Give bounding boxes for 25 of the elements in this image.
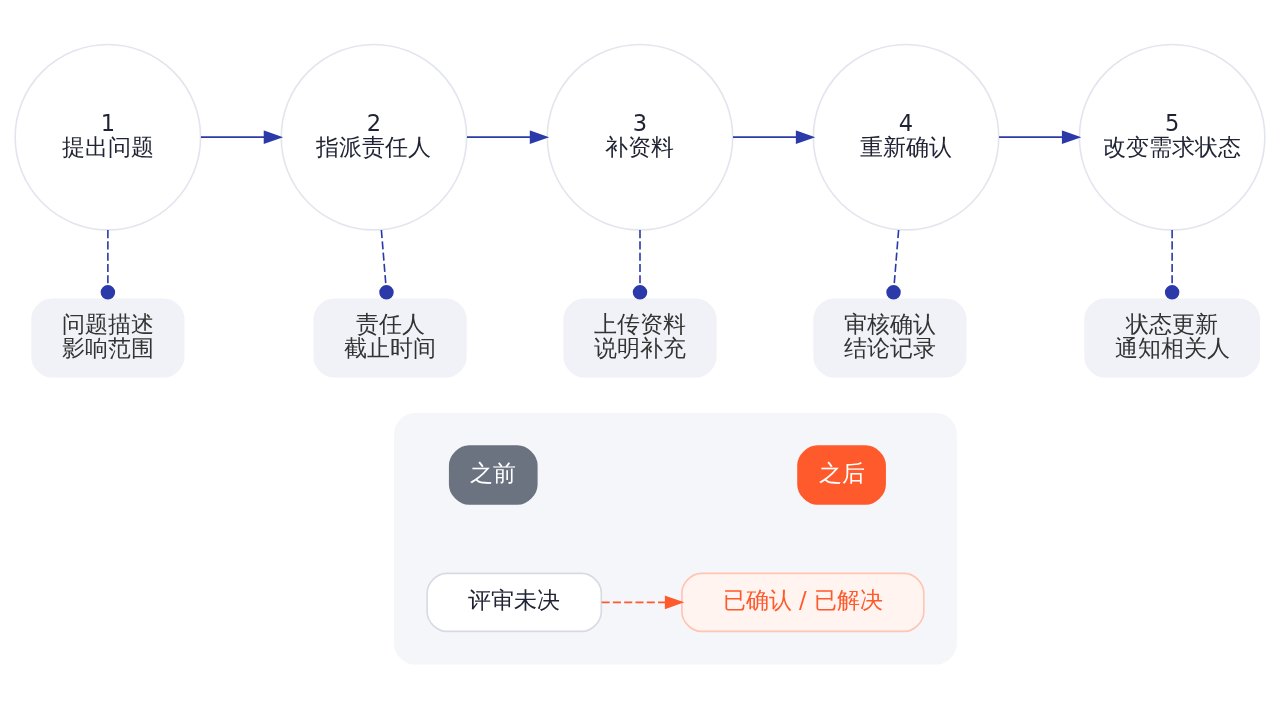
node-box: 问题描述 影响范围 xyxy=(31,297,185,377)
arrow xyxy=(200,129,284,144)
node-box: 之后 xyxy=(797,444,886,505)
node-box: 已确认 / 已解决 xyxy=(681,572,925,632)
connector xyxy=(1164,228,1180,300)
arrow xyxy=(600,595,685,609)
node-box: 状态更新 通知相关人 xyxy=(1084,297,1260,377)
node-circle: 4 重新确认 xyxy=(812,43,1000,231)
node-box: 上传资料 说明补充 xyxy=(563,297,717,377)
connector xyxy=(379,228,394,300)
connector xyxy=(100,228,116,300)
cluster xyxy=(394,412,957,664)
arrow xyxy=(466,129,550,144)
arrow xyxy=(732,129,816,144)
connector xyxy=(632,228,648,300)
node-circle: 1 提出问题 xyxy=(14,43,202,231)
node-box: 之前 xyxy=(448,444,538,505)
node-box: 审核确认 结论记录 xyxy=(813,297,967,377)
arrow xyxy=(998,129,1082,144)
node-circle: 5 改变需求状态 xyxy=(1078,43,1266,231)
node-circle: 2 指派责任人 xyxy=(280,43,468,231)
node-box: 评审未决 xyxy=(426,572,603,632)
node-circle: 3 补资料 xyxy=(546,43,734,231)
connector xyxy=(886,228,901,300)
node-box: 责任人 截止时间 xyxy=(313,297,467,377)
